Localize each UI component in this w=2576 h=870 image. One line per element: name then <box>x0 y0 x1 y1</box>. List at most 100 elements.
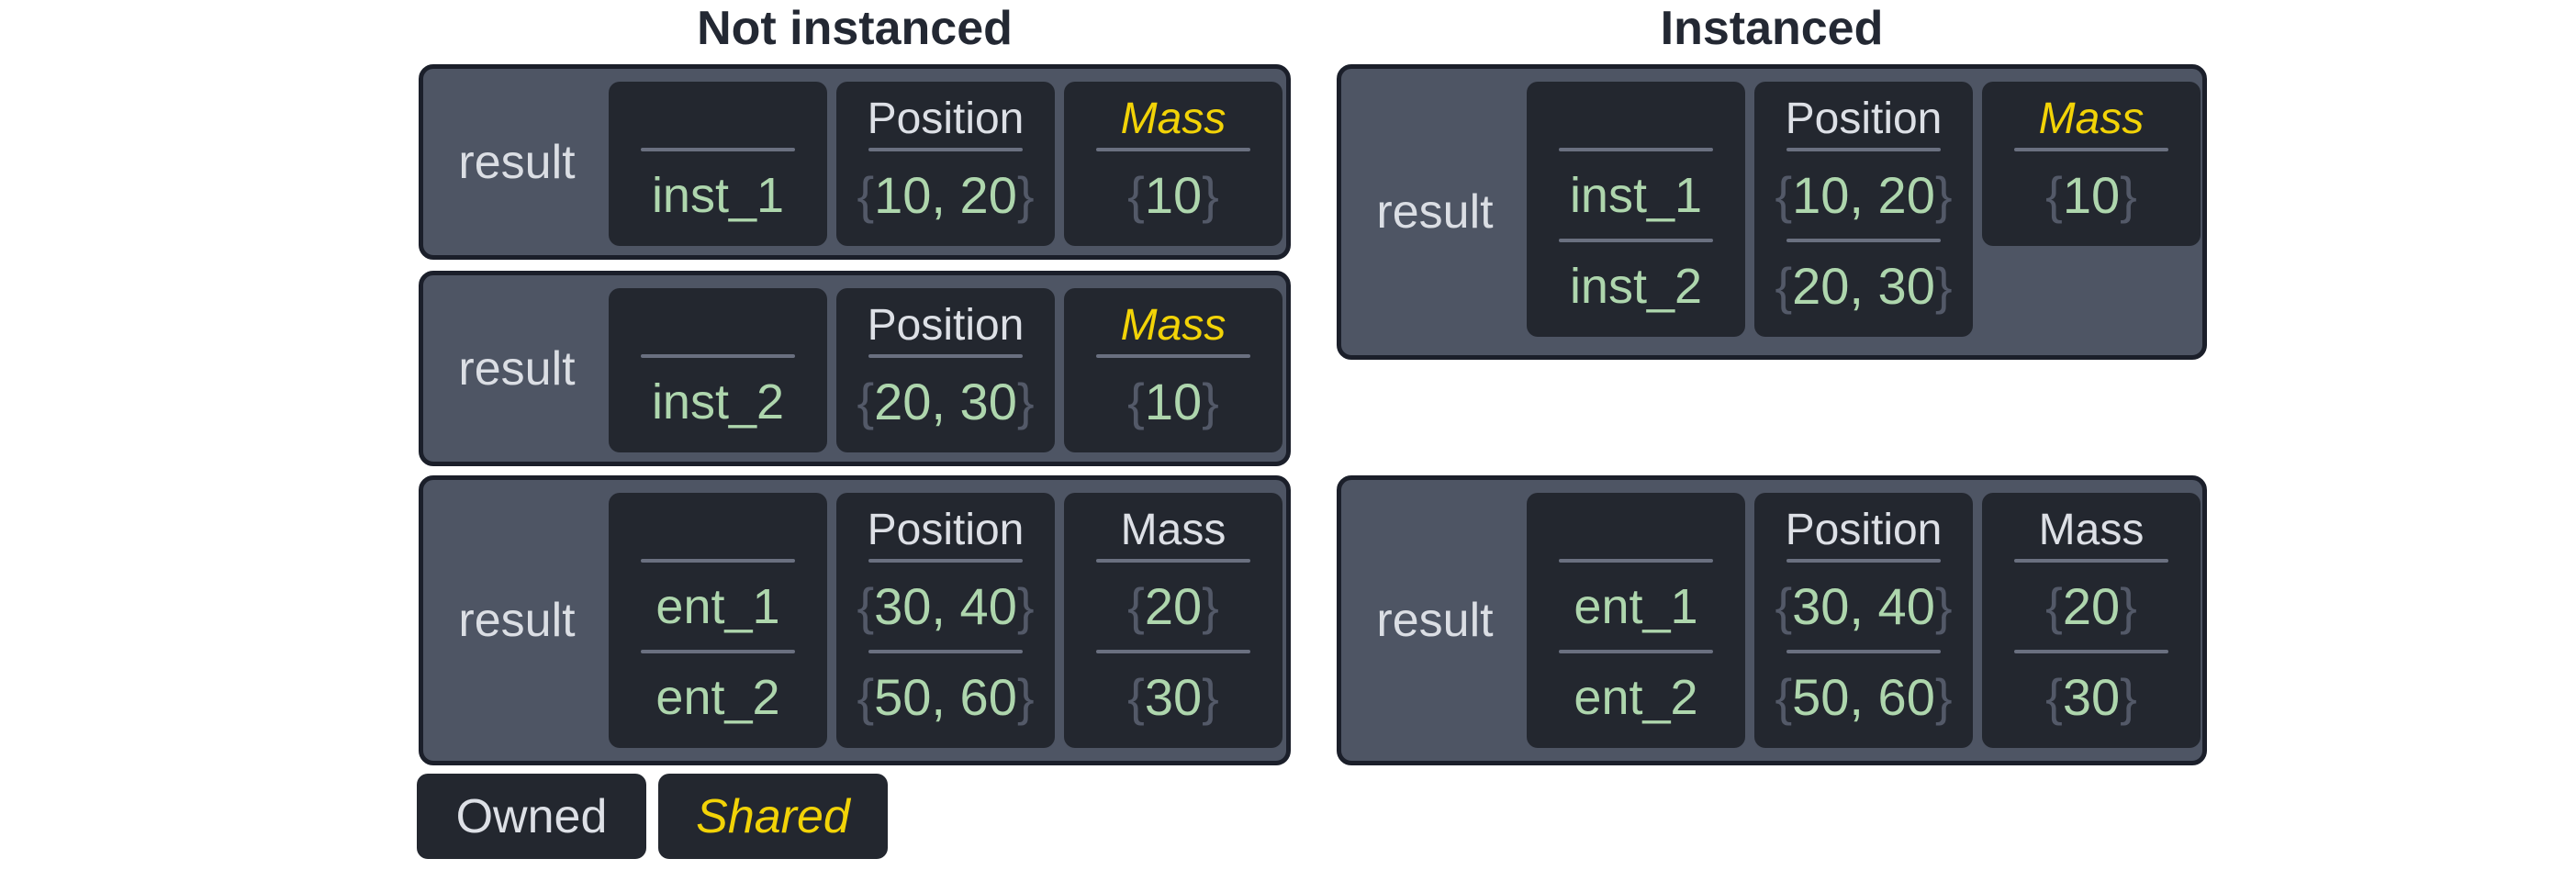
result-label: result <box>1376 594 1494 647</box>
position-column-header: Position <box>867 300 1025 350</box>
divider <box>2014 650 2168 653</box>
divider <box>1786 559 1941 563</box>
value-text: 10 <box>1144 166 1203 224</box>
title-not-instanced: Not instanced <box>697 2 1013 55</box>
mass-column: Mass {20} {30} <box>1982 493 2201 748</box>
mass-column-header: Mass <box>2038 94 2145 143</box>
cells-row: inst_1 inst_2 Position {10, 20} {20, 30}… <box>1527 82 2201 337</box>
divider <box>1559 650 1713 653</box>
entity-column: inst_1 inst_2 <box>1527 82 1745 337</box>
value-text: 30 <box>2062 668 2121 726</box>
entity-column: ent_1 ent_2 <box>609 493 827 748</box>
position-column: Position {10, 20} {20, 30} <box>1754 82 1973 337</box>
archetype-table-not-instanced-2: result inst_2 Position {20, 30} Mass {10… <box>419 271 1291 466</box>
archetype-table-instanced-1: result inst_1 inst_2 Position {10, 20} {… <box>1337 64 2207 360</box>
brace-close: } <box>1202 373 1219 430</box>
divider <box>1786 650 1941 653</box>
brace-close: } <box>2120 668 2137 726</box>
brace-open: { <box>857 373 875 430</box>
position-column: Position {30, 40} {50, 60} <box>1754 493 1973 748</box>
brace-open: { <box>1127 577 1145 635</box>
value-text: 10 <box>2062 166 2121 224</box>
mass-value: {30} <box>1070 653 1277 741</box>
entity-name: inst_1 <box>1569 167 1703 223</box>
position-value: {50, 60} <box>842 653 1049 741</box>
position-value: {20, 30} <box>842 358 1049 445</box>
divider <box>641 354 795 358</box>
position-value: {10, 20} <box>842 151 1049 239</box>
divider <box>1559 148 1713 151</box>
mass-column: Mass {20} {30} <box>1064 493 1282 748</box>
brace-close: } <box>1934 577 1953 635</box>
value-text: 10, 20 <box>1792 166 1935 224</box>
brace-close: } <box>1934 668 1953 726</box>
value-text: 10 <box>1144 373 1203 430</box>
brace-close: } <box>2120 577 2137 635</box>
result-label: result <box>458 594 576 647</box>
value-text: 30 <box>1144 668 1203 726</box>
entity-name: ent_2 <box>1574 669 1698 725</box>
divider <box>2014 148 2168 151</box>
divider <box>641 148 795 151</box>
position-column: Position {10, 20} <box>836 82 1055 246</box>
cells-row: ent_1 ent_2 Position {30, 40} {50, 60} M… <box>1527 493 2201 748</box>
brace-close: } <box>1202 166 1219 224</box>
position-column-header: Position <box>867 94 1025 143</box>
mass-column-shared: Mass {10} <box>1982 82 2201 246</box>
brace-open: { <box>1775 257 1793 315</box>
brace-close: } <box>1202 668 1219 726</box>
entity-column: ent_1 ent_2 <box>1527 493 1745 748</box>
divider <box>1559 239 1713 242</box>
brace-open: { <box>857 668 875 726</box>
archetype-table-not-instanced-3: result ent_1 ent_2 Position {30, 40} {50… <box>419 475 1291 765</box>
entity-name: ent_2 <box>655 669 780 725</box>
entity-column-header <box>614 89 822 148</box>
result-label: result <box>1376 185 1494 239</box>
mass-column-header: Mass <box>2038 505 2145 554</box>
brace-close: } <box>1202 577 1219 635</box>
entity-name: inst_1 <box>651 167 785 223</box>
position-value: {30, 40} <box>842 563 1049 650</box>
brace-close: } <box>1016 166 1035 224</box>
position-value: {50, 60} <box>1760 653 1967 741</box>
cells-row: ent_1 ent_2 Position {30, 40} {50, 60} M… <box>609 493 1282 748</box>
position-column-header: Position <box>1785 505 1943 554</box>
entity-column-header <box>614 500 822 559</box>
mass-value: {30} <box>1988 653 2195 741</box>
mass-value: {10} <box>1070 151 1277 239</box>
divider <box>868 559 1023 563</box>
value-text: 20 <box>1144 577 1203 635</box>
position-column-header: Position <box>867 505 1025 554</box>
mass-value: {10} <box>1988 151 2195 239</box>
entity-name: ent_1 <box>655 578 780 634</box>
legend-owned: Owned <box>417 774 646 859</box>
mass-value: {20} <box>1070 563 1277 650</box>
brace-open: { <box>1127 166 1145 224</box>
value-text: 50, 60 <box>874 668 1017 726</box>
entity-column-header <box>614 296 822 354</box>
brace-close: } <box>1016 668 1035 726</box>
cells-row: inst_1 Position {10, 20} Mass {10} <box>609 82 1282 246</box>
divider <box>868 148 1023 151</box>
entity-column: inst_2 <box>609 288 827 452</box>
mass-column: Mass {10} <box>1064 82 1282 246</box>
divider <box>1559 559 1713 563</box>
mass-column: Mass {10} <box>1064 288 1282 452</box>
divider <box>641 559 795 563</box>
position-column-header: Position <box>1785 94 1943 143</box>
mass-value: {10} <box>1070 358 1277 445</box>
divider <box>1096 559 1250 563</box>
divider <box>2014 559 2168 563</box>
brace-open: { <box>857 577 875 635</box>
brace-close: } <box>1016 577 1035 635</box>
position-column: Position {20, 30} <box>836 288 1055 452</box>
brace-open: { <box>1775 166 1793 224</box>
value-text: 50, 60 <box>1792 668 1935 726</box>
mass-column-header: Mass <box>1120 300 1226 350</box>
entity-column: inst_1 <box>609 82 827 246</box>
brace-open: { <box>1127 373 1145 430</box>
divider <box>1786 148 1941 151</box>
mass-value: {20} <box>1988 563 2195 650</box>
brace-close: } <box>1016 373 1035 430</box>
